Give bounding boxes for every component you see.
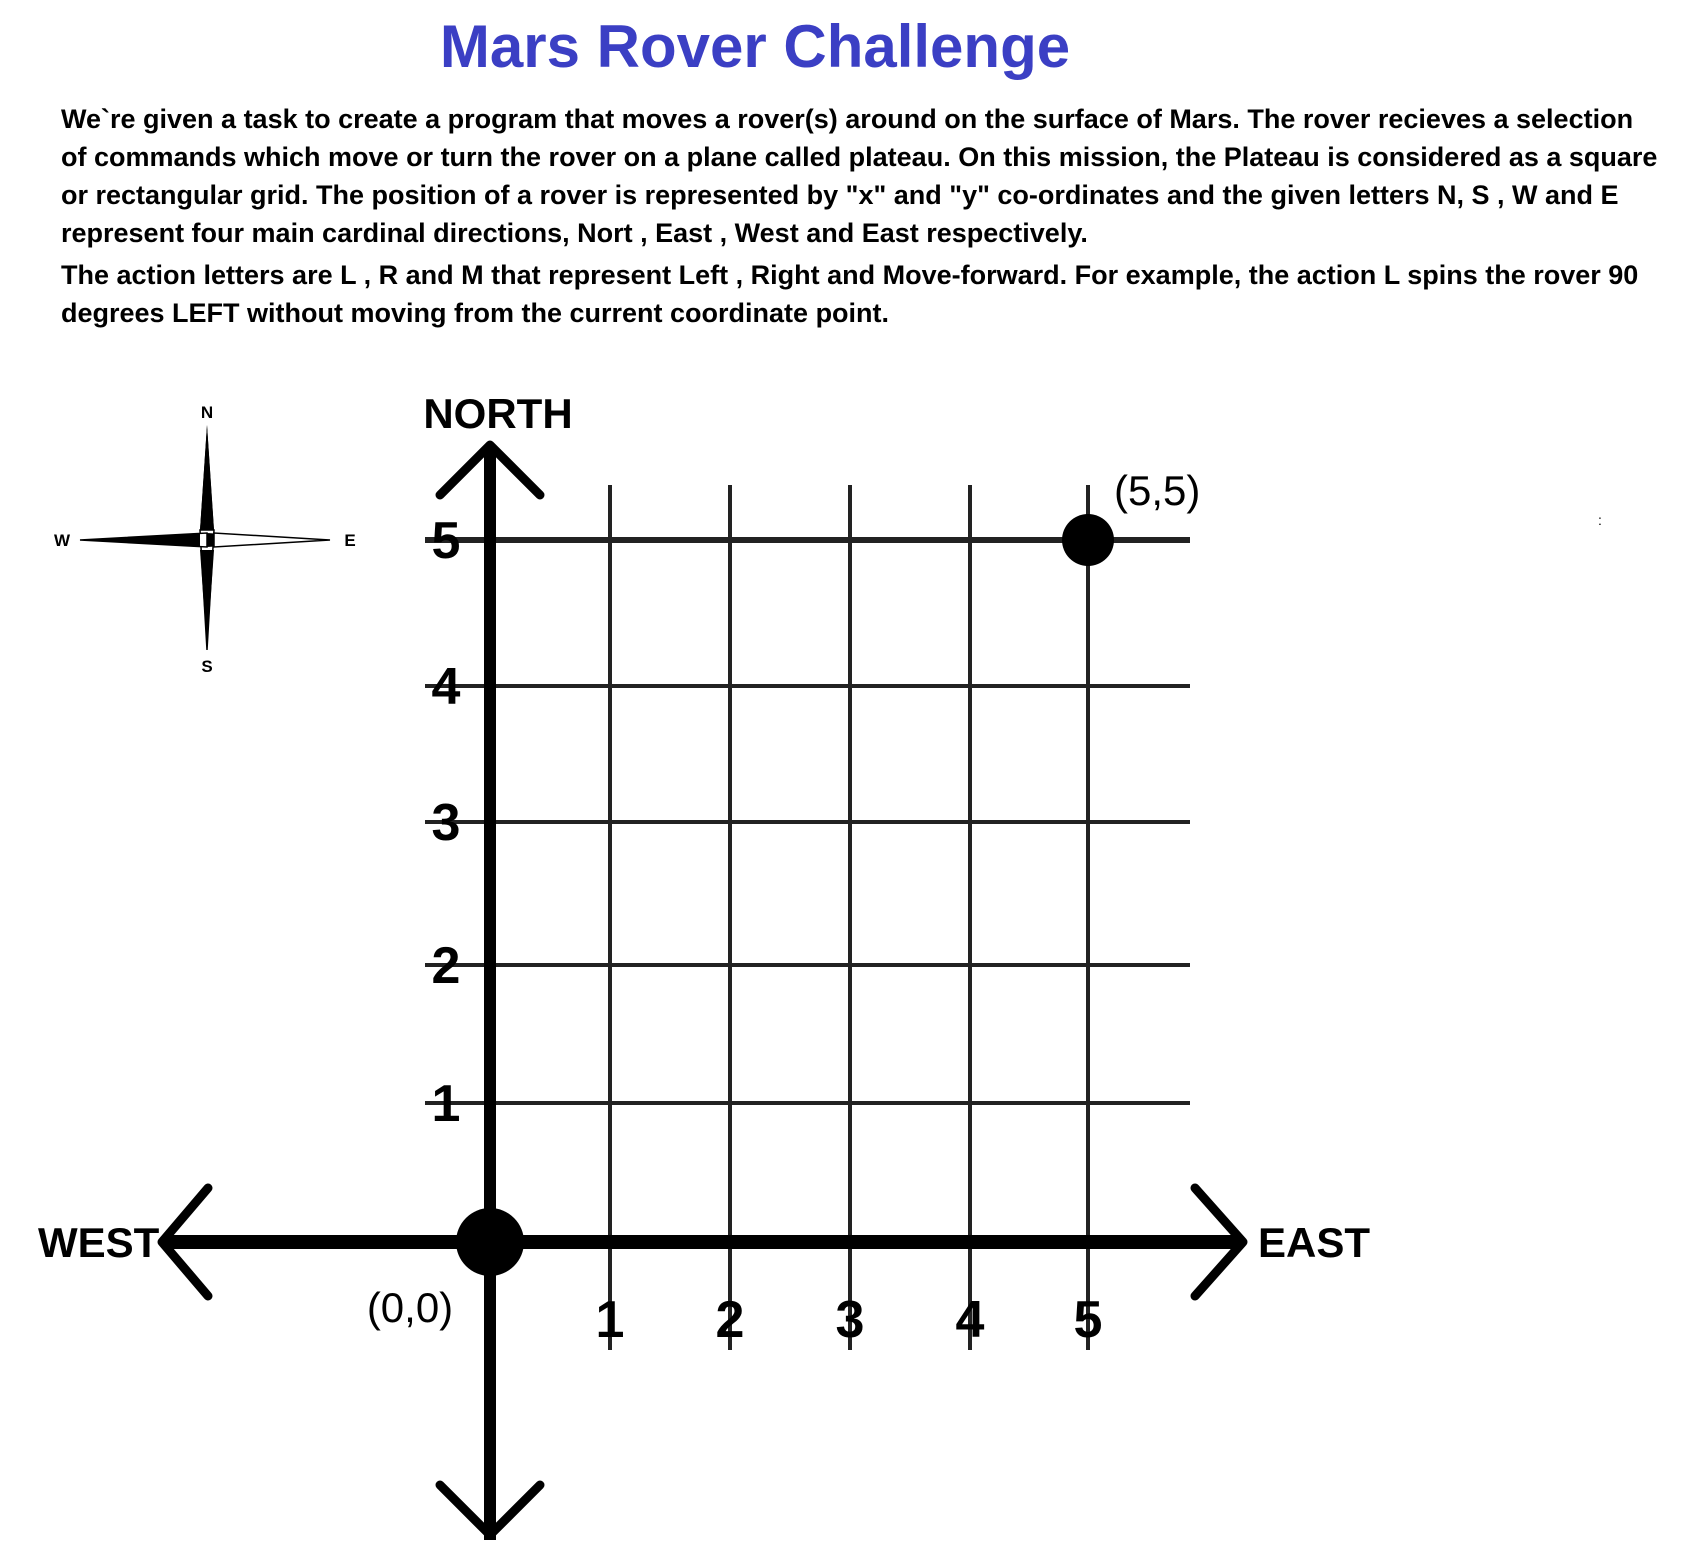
description: We`re given a task to create a program t… [61, 100, 1661, 336]
x-tick-label: 5 [1074, 1291, 1103, 1349]
east-arrow-icon [1190, 1183, 1248, 1301]
x-tick-label: 1 [596, 1291, 625, 1349]
y-tick-label: 5 [432, 512, 461, 570]
compass-label-e: E [344, 531, 355, 550]
y-tick-label: 3 [432, 794, 461, 852]
south-arrow-icon [435, 1480, 545, 1540]
compass-rose-icon: N S W E [54, 403, 356, 676]
stray-mark: : [1598, 512, 1602, 528]
axes: NORTH EAST WEST [38, 390, 1370, 1540]
x-tick-label: 3 [836, 1291, 865, 1349]
point-marker [1062, 514, 1114, 566]
x-tick-label: 4 [956, 1291, 985, 1349]
tick-labels: 1 2 3 4 5 1 2 3 4 5 [432, 512, 1103, 1349]
points: (0,0) (5,5) [367, 467, 1201, 1331]
north-arrow-icon [435, 440, 545, 500]
point-marker [456, 1208, 524, 1276]
description-paragraph-2: The action letters are L , R and M that … [61, 260, 1639, 328]
compass-label-s: S [201, 657, 212, 676]
west-arrow-icon [157, 1183, 213, 1301]
point-label: (0,0) [367, 1284, 453, 1331]
axis-label-east: EAST [1258, 1219, 1370, 1266]
compass-label-n: N [201, 403, 213, 422]
grid [425, 485, 1190, 1350]
y-tick-label: 4 [432, 658, 461, 716]
point-label: (5,5) [1114, 467, 1200, 514]
x-tick-label: 2 [716, 1291, 745, 1349]
description-paragraph-1: We`re given a task to create a program t… [61, 104, 1658, 248]
axis-label-west: WEST [38, 1219, 160, 1266]
axis-label-north: NORTH [423, 390, 572, 437]
y-tick-label: 1 [432, 1075, 461, 1133]
compass-label-w: W [54, 531, 71, 550]
y-tick-label: 2 [432, 937, 461, 995]
page-title: Mars Rover Challenge [439, 13, 1071, 80]
